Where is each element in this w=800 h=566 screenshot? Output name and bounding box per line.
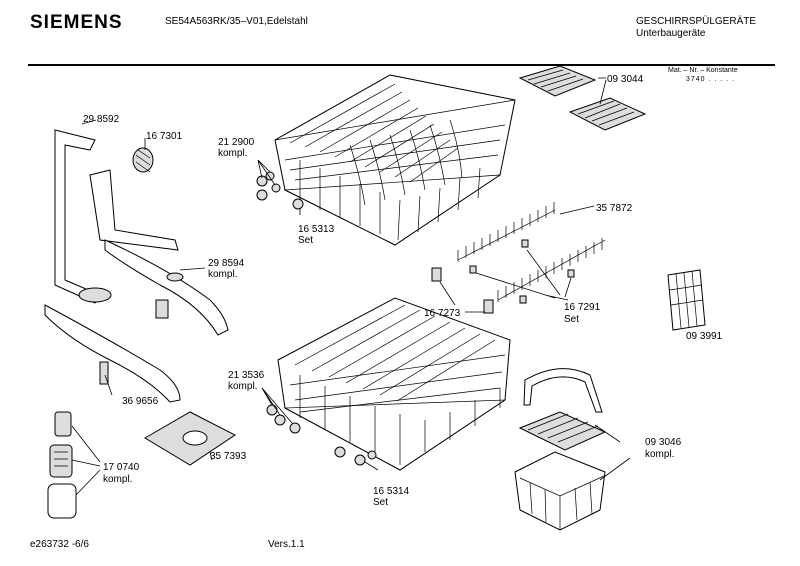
part-label-167273: 16 7273 [424,308,461,319]
lower-spray-arm [44,304,181,403]
part-label-357872: 35 7872 [596,203,633,214]
upper-basket [274,74,516,246]
lower-basket [277,297,511,471]
cutlery-insert-top [518,65,647,131]
document-id: e263732 -6/6 [30,539,89,550]
header-rule [28,64,775,66]
model-number: SE54A563RK/35–V01,Edelstahl [165,16,308,27]
cutlery-basket-small [667,269,706,331]
part-label-298592: 29 8592 [83,114,120,125]
filter-plate [144,411,236,466]
cutlery-basket-large [514,368,607,531]
part-label-093046-kompl: kompl. [645,449,675,460]
part-label-213536-kompl: kompl. [228,381,258,392]
part-label-165314: 16 5314 [373,486,410,497]
rack-clips [431,267,494,314]
part-label-165313-set: Set [298,235,314,246]
version-label: Vers.1.1 [268,539,305,550]
material-constant: 3740 . . . . . [686,76,736,83]
part-label-298594-kompl: kompl. [208,269,238,280]
part-label-093991: 09 3991 [686,331,723,342]
part-label-165313: 16 5313 [298,224,335,235]
upper-spray-arm [104,239,229,336]
filter-set [47,411,77,519]
spray-tube [54,129,179,304]
cup-rack [457,202,606,304]
part-label-212900: 21 2900 [218,137,255,148]
part-label-212900-kompl: kompl. [218,148,248,159]
part-label-213536: 21 3536 [228,370,265,381]
product-category: GESCHIRRSPÜLGERÄTE [636,16,757,27]
material-number-header: Mat. – Nr. – Konstante [668,67,738,74]
part-label-093046: 09 3046 [645,437,682,448]
part-label-167301: 16 7301 [146,131,183,142]
part-label-369656: 36 9656 [122,396,159,407]
product-subcategory: Unterbaugeräte [636,28,706,39]
float-part [132,147,154,173]
part-label-170740-kompl: kompl. [103,474,133,485]
part-label-298594: 29 8594 [208,258,245,269]
part-label-165314-set: Set [373,497,389,508]
lower-basket-rollers [266,404,377,466]
brand-logo: SIEMENS [30,12,123,33]
part-label-167291-set: Set [564,314,580,325]
part-label-093044: 09 3044 [607,74,644,85]
part-label-357393: 35 7393 [210,451,247,462]
part-label-170740: 17 0740 [103,462,140,473]
part-label-167291: 16 7291 [564,302,601,313]
